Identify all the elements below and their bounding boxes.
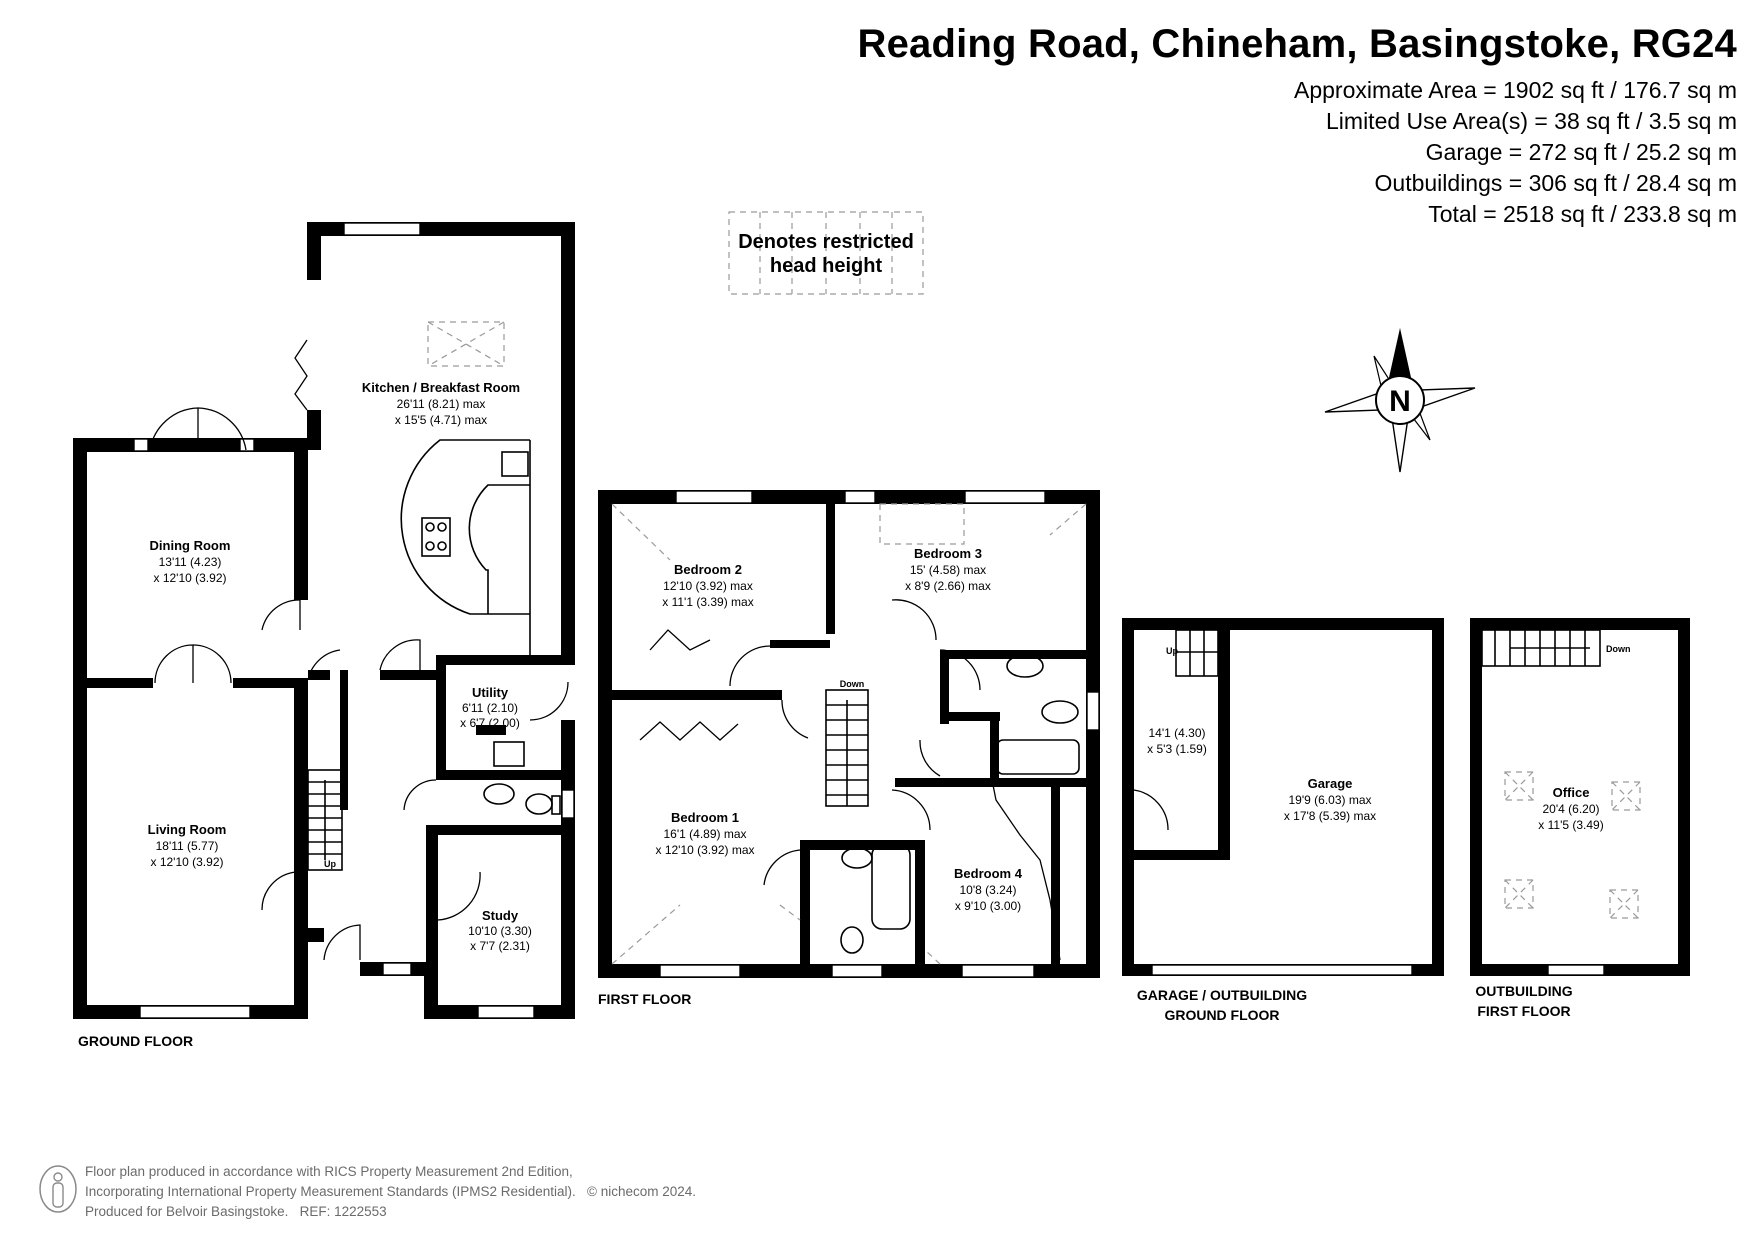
compass-icon: N	[1324, 328, 1476, 473]
bed4-dim-2: x 9'10 (3.00)	[955, 899, 1021, 913]
utility-name: Utility	[472, 685, 509, 700]
bedroom-3-label: Bedroom 3 15' (4.58) max x 8'9 (2.66) ma…	[905, 546, 991, 593]
footer: Floor plan produced in accordance with R…	[85, 1162, 696, 1222]
bed2-name: Bedroom 2	[674, 562, 742, 577]
footer-line-3: Produced for Belvoir Basingstoke. REF: 1…	[85, 1202, 696, 1222]
bed4-name: Bedroom 4	[954, 866, 1023, 881]
area-total: Total = 2518 sq ft / 233.8 sq m	[1428, 201, 1737, 227]
dining-name: Dining Room	[150, 538, 231, 553]
store-dim-1: 14'1 (4.30)	[1149, 726, 1206, 740]
property-title: Reading Road, Chineham, Basingstoke, RG2…	[857, 22, 1737, 66]
garage-stairs-up-label: Up	[1166, 646, 1178, 656]
first-floor-plan	[598, 490, 1100, 978]
study-name: Study	[482, 908, 519, 923]
area-garage: Garage = 272 sq ft / 25.2 sq m	[1425, 139, 1737, 165]
kitchen-dim-1: 26'11 (8.21) max	[397, 397, 486, 411]
garage-name: Garage	[1308, 776, 1353, 791]
legend-line-1: Denotes restricted	[738, 231, 914, 253]
study-dim-2: x 7'7 (2.31)	[470, 939, 530, 953]
area-limited-use: Limited Use Area(s) = 38 sq ft / 3.5 sq …	[1326, 108, 1737, 134]
garage-label: Garage 19'9 (6.03) max x 17'8 (5.39) max	[1284, 776, 1376, 823]
living-dim-1: 18'11 (5.77)	[156, 839, 219, 853]
bed4-dim-1: 10'8 (3.24)	[960, 883, 1017, 897]
bed2-dim-2: x 11'1 (3.39) max	[662, 595, 753, 609]
footer-line-1: Floor plan produced in accordance with R…	[85, 1164, 573, 1179]
first-floor-label: FIRST FLOOR	[598, 991, 691, 1007]
bed1-name: Bedroom 1	[671, 810, 739, 825]
store-dim-2: x 5'3 (1.59)	[1147, 742, 1207, 756]
kitchen-label: Kitchen / Breakfast Room 26'11 (8.21) ma…	[362, 380, 520, 427]
garage-floor-label-1: GARAGE / OUTBUILDING	[1137, 987, 1307, 1003]
ground-stairs-up-label: Up	[324, 859, 336, 869]
bed1-dim-1: 16'1 (4.89) max	[664, 827, 747, 841]
ground-floor-label: GROUND FLOOR	[78, 1033, 193, 1049]
footer-line-2-text: Incorporating International Property Mea…	[85, 1184, 576, 1199]
area-outbuildings: Outbuildings = 306 sq ft / 28.4 sq m	[1374, 170, 1737, 196]
garage-dim-1: 19'9 (6.03) max	[1289, 793, 1372, 807]
footer-ref: REF: 1222553	[299, 1204, 387, 1219]
living-name: Living Room	[148, 822, 227, 837]
person-scale-icon	[39, 1165, 77, 1213]
kitchen-name: Kitchen / Breakfast Room	[362, 380, 520, 395]
dining-room-label: Dining Room 13'11 (4.23) x 12'10 (3.92)	[150, 538, 231, 585]
legend-line-2: head height	[770, 255, 883, 277]
study-dim-1: 10'10 (3.30)	[468, 924, 532, 938]
header: Reading Road, Chineham, Basingstoke, RG2…	[858, 22, 1738, 230]
outbuilding-floor-label-2: FIRST FLOOR	[1477, 1003, 1570, 1019]
garage-plan	[1122, 618, 1444, 976]
compass-north-label: N	[1389, 385, 1411, 418]
restricted-height-legend: Denotes restricted head height	[728, 211, 924, 295]
bedroom-2-label: Bedroom 2 12'10 (3.92) max x 11'1 (3.39)…	[662, 562, 753, 609]
footer-copyright: © nichecom 2024.	[587, 1184, 697, 1199]
office-name: Office	[1553, 785, 1590, 800]
outbuilding-plan	[1470, 618, 1690, 976]
garage-dim-2: x 17'8 (5.39) max	[1284, 809, 1376, 823]
bed3-dim-1: 15' (4.58) max	[910, 563, 986, 577]
bed3-name: Bedroom 3	[914, 546, 982, 561]
utility-dim-2: x 6'7 (2.00)	[460, 716, 520, 730]
outbuilding-stairs-down-label: Down	[1606, 644, 1631, 654]
utility-label: Utility 6'11 (2.10) x 6'7 (2.00)	[460, 685, 520, 730]
store-label: 14'1 (4.30) x 5'3 (1.59)	[1147, 726, 1207, 756]
bed2-dim-1: 12'10 (3.92) max	[663, 579, 753, 593]
outbuilding-floor-label-1: OUTBUILDING	[1475, 983, 1572, 999]
footer-line-3-text: Produced for Belvoir Basingstoke.	[85, 1204, 289, 1219]
kitchen-dim-2: x 15'5 (4.71) max	[395, 413, 487, 427]
utility-dim-1: 6'11 (2.10)	[462, 701, 518, 715]
office-label: Office 20'4 (6.20) x 11'5 (3.49)	[1538, 785, 1603, 832]
dining-dim-2: x 12'10 (3.92)	[153, 571, 226, 585]
bed1-dim-2: x 12'10 (3.92) max	[655, 843, 754, 857]
footer-line-2: Incorporating International Property Mea…	[85, 1182, 696, 1202]
bedroom-4-label: Bedroom 4 10'8 (3.24) x 9'10 (3.00)	[954, 866, 1023, 913]
ground-floor-plan	[73, 222, 575, 1019]
office-dim-2: x 11'5 (3.49)	[1538, 818, 1603, 832]
bed3-dim-2: x 8'9 (2.66) max	[905, 579, 991, 593]
office-dim-1: 20'4 (6.20)	[1543, 802, 1600, 816]
first-stairs-down-label: Down	[840, 679, 865, 689]
living-dim-2: x 12'10 (3.92)	[150, 855, 223, 869]
study-label: Study 10'10 (3.30) x 7'7 (2.31)	[468, 908, 532, 953]
dining-dim-1: 13'11 (4.23)	[159, 555, 222, 569]
bedroom-1-label: Bedroom 1 16'1 (4.89) max x 12'10 (3.92)…	[655, 810, 754, 857]
living-room-label: Living Room 18'11 (5.77) x 12'10 (3.92)	[148, 822, 227, 869]
area-approximate: Approximate Area = 1902 sq ft / 176.7 sq…	[1293, 77, 1737, 103]
garage-floor-label-2: GROUND FLOOR	[1164, 1007, 1279, 1023]
